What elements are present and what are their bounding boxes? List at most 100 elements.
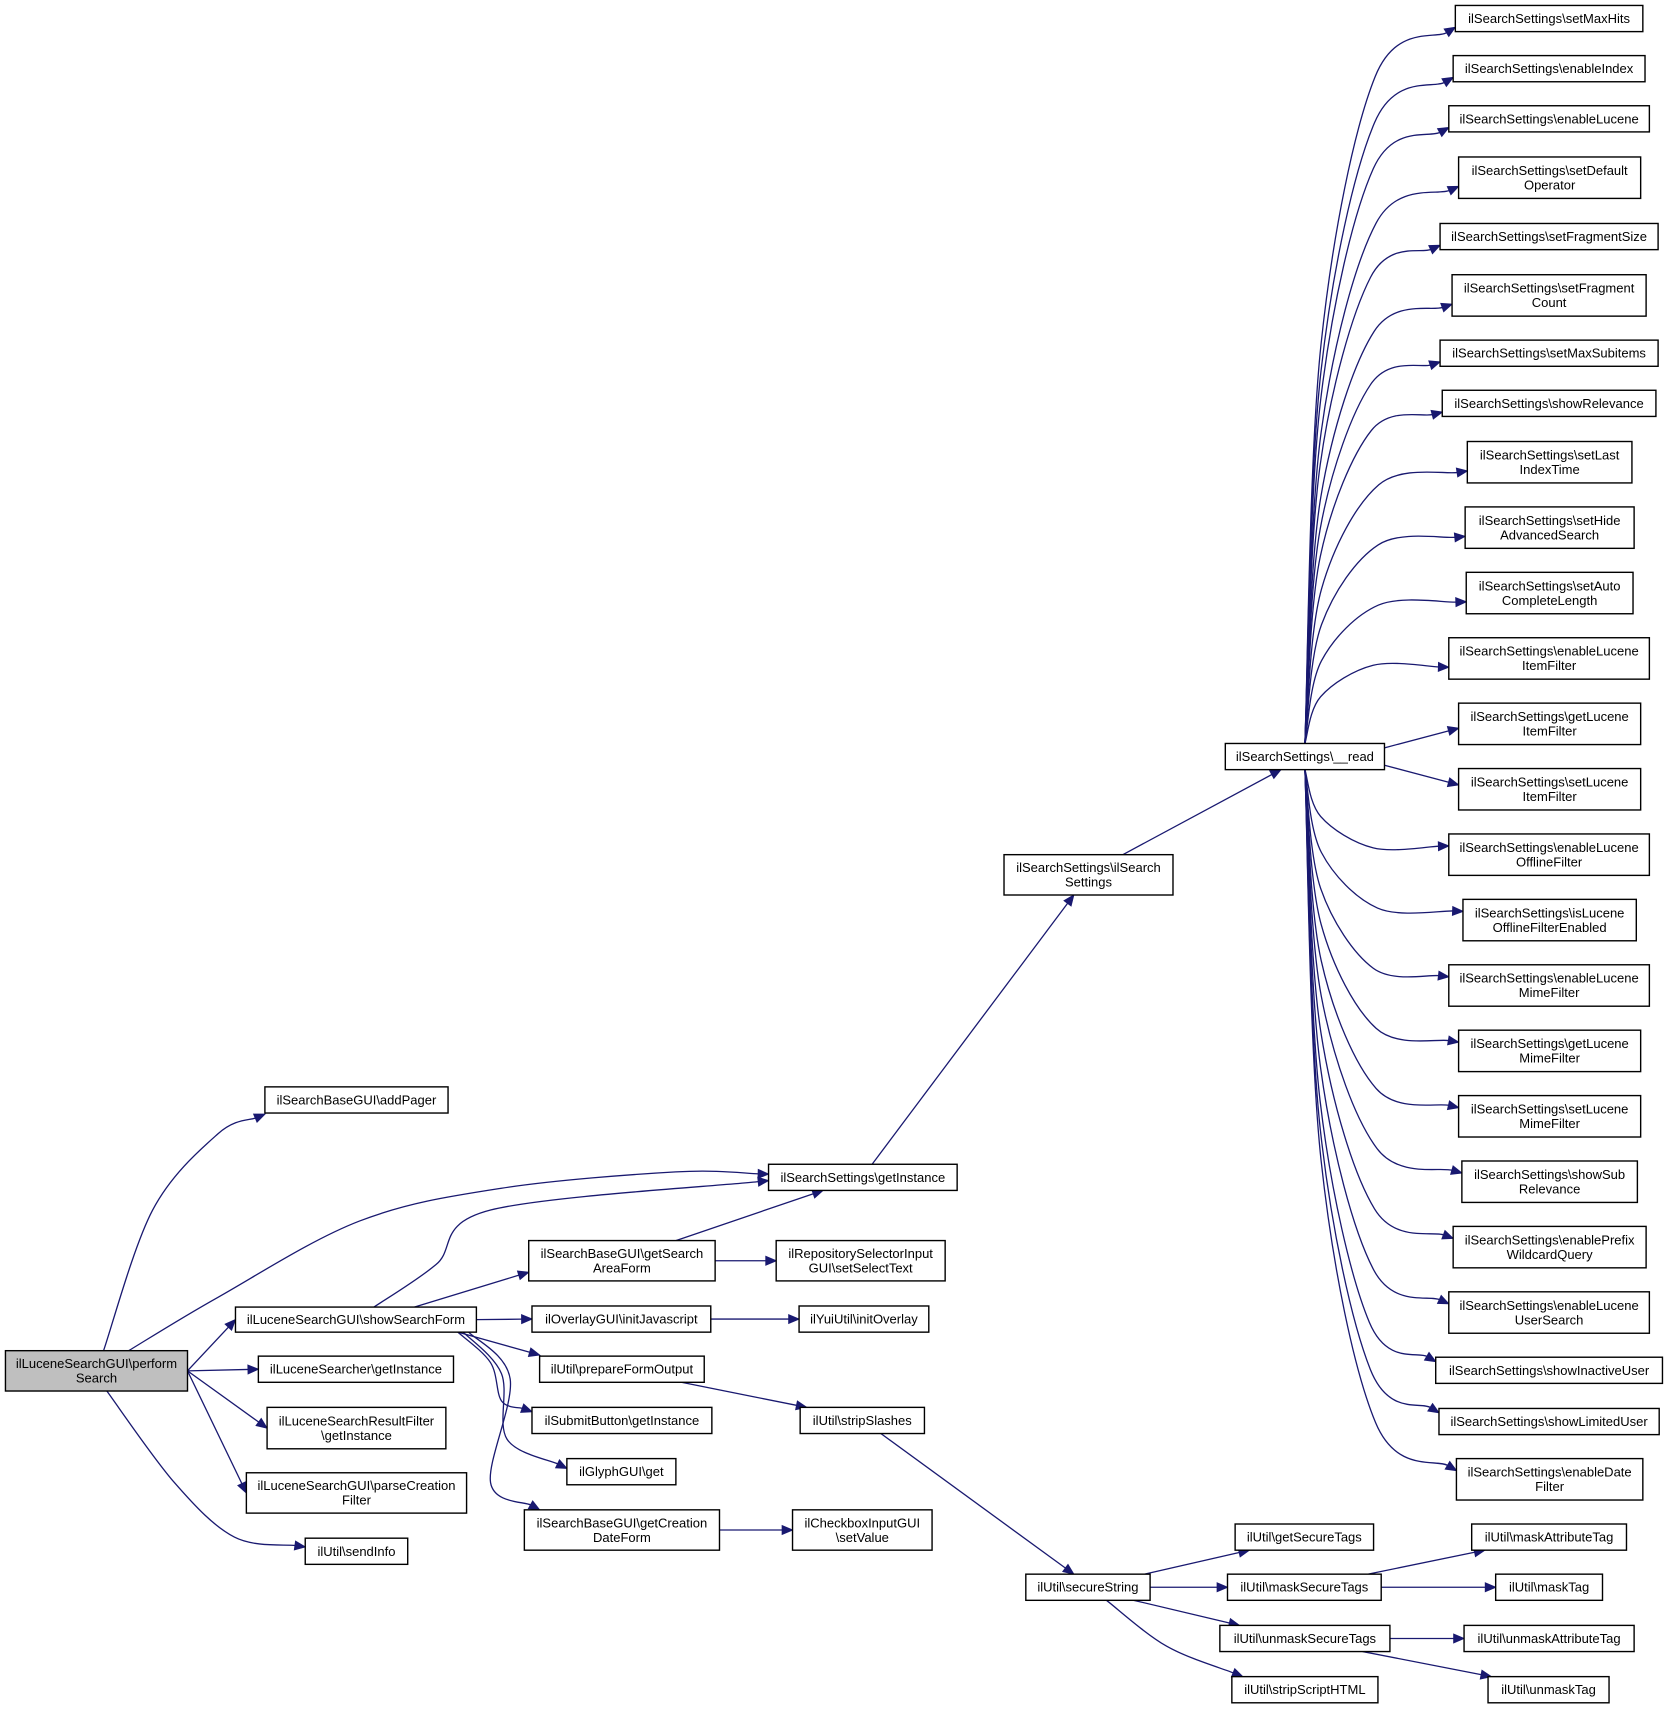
- node-label: ilCheckboxInputGUI: [804, 1515, 920, 1530]
- node-resultFilterGetInstance[interactable]: ilLuceneSearchResultFilter\getInstance: [266, 1406, 447, 1450]
- node-label: ilSubmitButton\getInstance: [545, 1413, 700, 1428]
- node-s02[interactable]: ilSearchSettings\enableIndex: [1452, 54, 1646, 83]
- node-s07[interactable]: ilSearchSettings\setMaxSubitems: [1439, 339, 1659, 367]
- node-maskSecureTags[interactable]: ilUtil\maskSecureTags: [1226, 1573, 1382, 1602]
- arrowhead-s17: [1437, 970, 1451, 981]
- node-s23[interactable]: ilSearchSettings\showInactiveUser: [1435, 1356, 1664, 1385]
- node-showSearchForm[interactable]: ilLuceneSearchGUI\showSearchForm: [234, 1306, 478, 1333]
- node-s08[interactable]: ilSearchSettings\showRelevance: [1441, 389, 1657, 418]
- node-box: [1452, 1225, 1647, 1269]
- node-label: ilSearchSettings\setAuto: [1479, 578, 1621, 593]
- node-box: [566, 1457, 677, 1486]
- node-label: Filter: [1535, 1479, 1565, 1494]
- node-label: ilUtil\prepareFormOutput: [551, 1362, 694, 1377]
- edge-showSearchForm-to-getCreationDateForm: [468, 1331, 532, 1506]
- node-label: MimeFilter: [1519, 985, 1580, 1000]
- edge-root-to-showSearchForm: [187, 1326, 230, 1372]
- node-s16[interactable]: ilSearchSettings\isLuceneOfflineFilterEn…: [1462, 898, 1637, 942]
- node-label: ilUtil\unmaskTag: [1501, 1682, 1596, 1697]
- node-label: ilSearchSettings\getLucene: [1470, 709, 1628, 724]
- arrowhead-ssConstruct: [1063, 893, 1075, 907]
- edge-secureString-to-getSecureTags: [1144, 1551, 1240, 1575]
- edge-ssRead-to-s11: [1304, 599, 1457, 744]
- node-stripSlashes[interactable]: ilUtil\stripSlashes: [799, 1406, 926, 1435]
- arrowhead-resultFilterGetInstance: [255, 1417, 269, 1429]
- node-checkboxSetValue[interactable]: ilCheckboxInputGUI\setValue: [791, 1509, 933, 1551]
- node-submitButton[interactable]: ilSubmitButton\getInstance: [531, 1406, 713, 1435]
- node-label: \setValue: [836, 1530, 889, 1545]
- arrowhead-s06: [1440, 302, 1454, 313]
- node-stripScriptHTML[interactable]: ilUtil\stripScriptHTML: [1231, 1675, 1379, 1704]
- node-box: [1003, 853, 1174, 896]
- node-maskAttributeTag[interactable]: ilUtil\maskAttributeTag: [1470, 1523, 1628, 1551]
- node-maskTag[interactable]: ilUtil\maskTag: [1494, 1573, 1604, 1602]
- node-repoSelector[interactable]: ilRepositorySelectorInputGUI\setSelectTe…: [775, 1239, 946, 1282]
- arrowhead-s02: [1441, 76, 1455, 88]
- arrowhead-s08: [1430, 409, 1444, 420]
- node-label: ilGlyphGUI\get: [579, 1464, 664, 1479]
- node-box: [1025, 1573, 1151, 1602]
- arrowhead-secureString: [1061, 1563, 1075, 1575]
- node-box: [1466, 440, 1633, 484]
- node-glyphGet[interactable]: ilGlyphGUI\get: [566, 1457, 677, 1486]
- node-s01[interactable]: ilSearchSettings\setMaxHits: [1454, 4, 1644, 33]
- arrowhead-showSearchForm: [224, 1318, 237, 1332]
- node-label: ilSearchSettings\setHide: [1479, 513, 1621, 528]
- node-s15[interactable]: ilSearchSettings\enableLuceneOfflineFilt…: [1448, 833, 1651, 877]
- node-label: ilSearchSettings\enableLucene: [1459, 840, 1638, 855]
- edge-ssRead-to-s23: [1304, 769, 1428, 1358]
- node-label: ilSearchSettings\setLucene: [1471, 775, 1629, 790]
- node-getSecureTags[interactable]: ilUtil\getSecureTags: [1234, 1523, 1375, 1551]
- node-secureString[interactable]: ilUtil\secureString: [1025, 1573, 1151, 1602]
- node-s03[interactable]: ilSearchSettings\enableLucene: [1448, 105, 1651, 133]
- node-label: ilSearchBaseGUI\getCreation: [537, 1515, 708, 1530]
- node-label: MimeFilter: [1519, 1116, 1580, 1131]
- node-s05[interactable]: ilSearchSettings\setFragmentSize: [1439, 222, 1659, 251]
- node-unmaskSecureTags[interactable]: ilUtil\unmaskSecureTags: [1219, 1624, 1391, 1653]
- node-s21[interactable]: ilSearchSettings\enablePrefixWildcardQue…: [1452, 1225, 1647, 1269]
- node-label: Filter: [342, 1493, 372, 1508]
- edge-ssRead-to-s13: [1384, 730, 1450, 749]
- node-unmaskAttributeTag[interactable]: ilUtil\unmaskAttributeTag: [1463, 1624, 1635, 1653]
- node-box: [1457, 702, 1642, 746]
- node-label: ilLuceneSearchGUI\perform: [16, 1356, 177, 1371]
- node-label: CompleteLength: [1502, 593, 1597, 608]
- node-label: ilUtil\stripSlashes: [813, 1413, 912, 1428]
- node-addPager[interactable]: ilSearchBaseGUI\addPager: [264, 1086, 449, 1114]
- arrowhead-submitButton: [520, 1403, 534, 1413]
- node-initJavascript[interactable]: ilOverlayGUI\initJavascript: [531, 1305, 712, 1333]
- node-label: ilSearchSettings\enableDate: [1468, 1465, 1632, 1480]
- node-box: [1457, 156, 1642, 200]
- edge-secureString-to-stripScriptHTML: [1106, 1599, 1234, 1674]
- node-s24[interactable]: ilSearchSettings\showLimitedUser: [1438, 1407, 1660, 1436]
- node-ssRead[interactable]: ilSearchSettings\__read: [1224, 742, 1386, 771]
- edge-ssRead-to-s03: [1304, 131, 1441, 744]
- node-prepareFormOutput[interactable]: ilUtil\prepareFormOutput: [538, 1355, 705, 1383]
- node-ssGetInstance[interactable]: ilSearchSettings\getInstance: [767, 1163, 958, 1192]
- node-searcherGetInstance[interactable]: ilLuceneSearcher\getInstance: [257, 1355, 455, 1383]
- node-initOverlay[interactable]: ilYuiUtil\initOverlay: [798, 1305, 930, 1333]
- node-unmaskTag[interactable]: ilUtil\unmaskTag: [1487, 1675, 1610, 1704]
- node-sendInfo[interactable]: ilUtil\sendInfo: [304, 1537, 409, 1566]
- node-ssConstruct[interactable]: ilSearchSettings\ilSearchSettings: [1003, 853, 1174, 896]
- call-edges: [102, 26, 1497, 1680]
